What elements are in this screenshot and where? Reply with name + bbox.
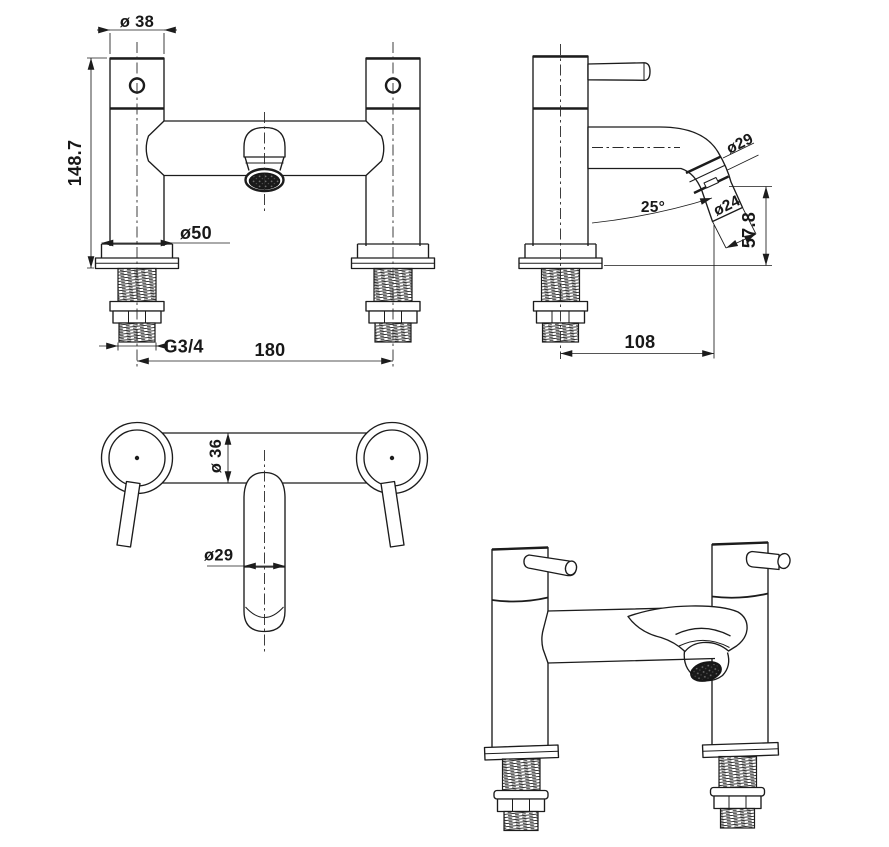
dim-label-pillar-spacing: 180: [255, 340, 286, 360]
center-mark: [389, 455, 395, 461]
dim-label-height: 148.7: [65, 140, 85, 187]
top-spout: [243, 471, 286, 633]
centerlines: [136, 42, 394, 368]
dim-front-pillar-spacing: 180: [137, 340, 393, 365]
handle-end-cap: [564, 560, 578, 576]
dim-side-spout-diameter: ø29: [722, 130, 759, 171]
persp-right-base: [701, 741, 780, 829]
threaded-shank: [718, 755, 758, 789]
washer: [493, 789, 549, 800]
lower-thread: [503, 810, 539, 832]
dim-side-spout-height: 57.8: [604, 186, 772, 266]
threaded-shank: [501, 758, 541, 792]
dim-label-spout-height: 57.8: [739, 212, 759, 248]
backnut: [496, 798, 546, 813]
persp-spout: [627, 605, 748, 682]
dim-label-top-spout-diameter: ø29: [204, 547, 233, 565]
dim-side-angle: 25°: [591, 197, 713, 224]
perspective-view: [483, 541, 791, 832]
centerlines: [560, 44, 680, 359]
aerator-face: [690, 661, 722, 682]
top-right-lever: [380, 480, 405, 548]
persp-right-handle: [745, 550, 780, 571]
washer: [709, 786, 766, 797]
dim-top-body-diameter: ø 36: [207, 433, 232, 483]
dim-front-height: 148.7: [65, 57, 107, 269]
dim-top-spout-diameter: ø29: [204, 547, 285, 570]
dim-label-thread: G3/4: [164, 337, 204, 357]
aerator-band: [675, 627, 731, 637]
handle-end-cap: [777, 552, 791, 570]
backnut: [713, 795, 762, 810]
dim-label-top-diameter: ø 38: [120, 13, 154, 31]
dim-label-reach: 108: [625, 332, 656, 352]
side-spout: [587, 126, 744, 223]
dim-front-base-diameter: ø50: [101, 223, 230, 247]
lower-thread: [719, 807, 756, 829]
dim-label-base-diameter: ø50: [180, 223, 212, 243]
center-mark: [134, 455, 140, 461]
dim-label-body-diameter: ø 36: [207, 439, 225, 473]
dim-label-spout-diameter: ø29: [724, 130, 756, 157]
top-view: ø 36 ø29: [100, 421, 429, 652]
side-view: ø29 25° ø24 57.8 108: [518, 44, 772, 359]
dim-front-top-diameter: ø 38: [97, 13, 177, 54]
dim-front-thread: G3/4: [99, 337, 204, 357]
aerator-band: [685, 155, 722, 175]
dim-label-angle: 25°: [641, 199, 665, 216]
top-left-lever: [116, 480, 141, 548]
persp-left-base: [483, 744, 560, 832]
front-view: ø 38 148.7 ø50 G3/4 180: [65, 13, 436, 368]
side-handle-lever: [587, 62, 651, 81]
dim-side-reach: 108: [560, 225, 715, 359]
